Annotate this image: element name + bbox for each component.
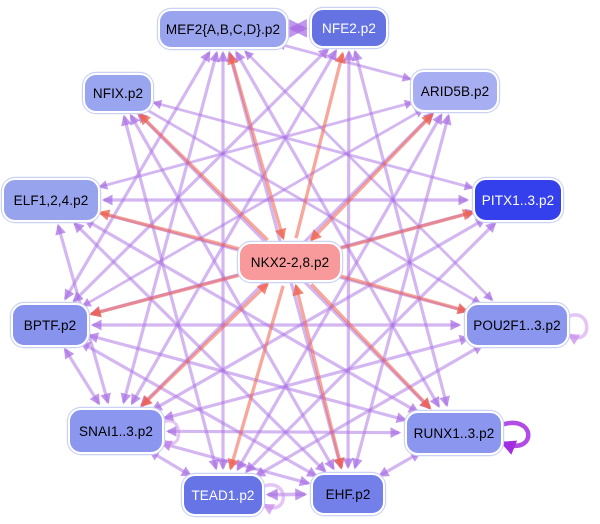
edge-nkx2-nfix (138, 113, 269, 242)
node-label-mef2: MEF2{A,B,C,D}.p2 (165, 21, 281, 37)
node-label-ehf: EHF.p2 (325, 486, 371, 502)
edge-snai-runx (165, 425, 402, 439)
node-label-tead1: TEAD1.p2 (191, 487, 255, 503)
node-label-runx: RUNX1..3.p2 (413, 425, 495, 441)
node-arid5b[interactable]: ARID5B.p2 (411, 70, 499, 112)
node-snai[interactable]: SNAI1..3.p2 (68, 408, 164, 454)
node-tead1[interactable]: TEAD1.p2 (182, 474, 264, 516)
node-label-elf: ELF1,2,4.p2 (13, 192, 89, 208)
node-nfe2[interactable]: NFE2.p2 (310, 8, 388, 48)
edge-nkx2-pitx (336, 209, 475, 251)
node-label-pou2f: POU2F1..3.p2 (473, 317, 561, 333)
edge-runx-ehf (377, 451, 422, 478)
edge-nkx2-arid5b (309, 113, 434, 242)
node-bptf[interactable]: BPTF.p2 (11, 303, 89, 347)
node-elf[interactable]: ELF1,2,4.p2 (2, 178, 100, 222)
node-label-arid5b: ARID5B.p2 (420, 83, 490, 99)
node-pou2f[interactable]: POU2F1..3.p2 (465, 303, 569, 347)
self-loop-pou2f (566, 313, 589, 345)
self-loop-snai (161, 419, 181, 450)
node-label-nfix: NFIX.p2 (92, 85, 144, 101)
node-nfix[interactable]: NFIX.p2 (83, 73, 153, 113)
edge-nkx2-ehf (292, 283, 345, 470)
node-mef2[interactable]: MEF2{A,B,C,D}.p2 (158, 9, 288, 49)
edge-nkx2-elf (97, 209, 243, 252)
edge-nkx2-tead1 (227, 285, 285, 471)
edge-nkx2-mef2 (227, 52, 287, 241)
edge-nkx2-snai (140, 282, 270, 408)
node-label-snai: SNAI1..3.p2 (79, 423, 153, 439)
node-nkx2[interactable]: NKX2-2,8.p2 (238, 242, 342, 282)
edge-nkx2-pou2f (336, 273, 469, 315)
self-loop-tead1 (261, 483, 285, 515)
edge-mef2-arid5b (275, 40, 413, 82)
node-runx[interactable]: RUNX1..3.p2 (405, 411, 503, 455)
node-pitx[interactable]: PITX1..3.p2 (473, 178, 563, 222)
node-label-bptf: BPTF.p2 (23, 317, 77, 333)
node-label-nfe2: NFE2.p2 (322, 20, 376, 36)
edge-bptf-snai (63, 347, 101, 406)
node-ehf[interactable]: EHF.p2 (311, 473, 385, 515)
node-label-nkx2: NKX2-2,8.p2 (250, 254, 330, 270)
node-label-pitx: PITX1..3.p2 (481, 192, 555, 208)
self-loop-runx (500, 420, 531, 455)
edge-snai-tead1 (148, 450, 193, 477)
